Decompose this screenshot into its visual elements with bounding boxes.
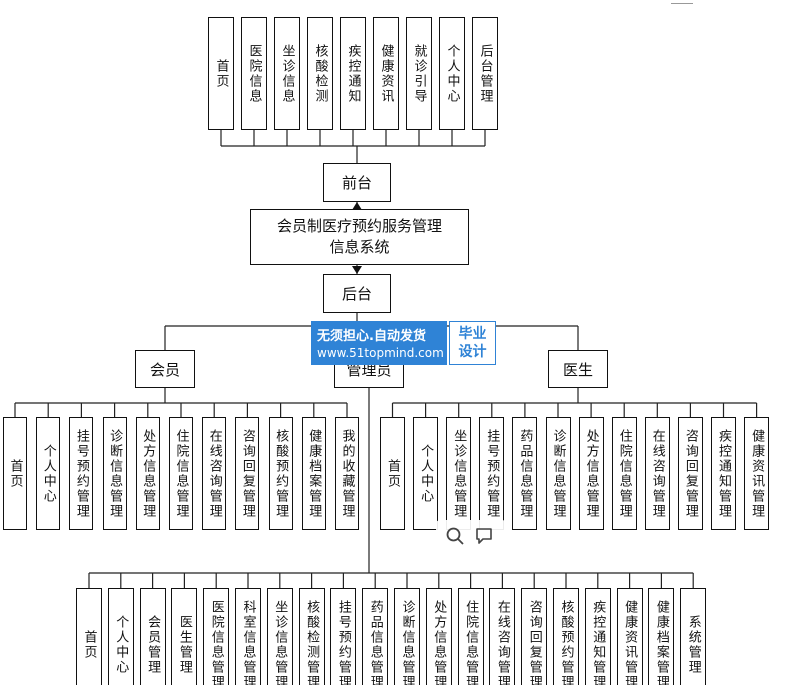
front-item-5: 疾控通知 bbox=[340, 17, 366, 130]
front-item-9: 后台管理 bbox=[472, 17, 498, 130]
member-item-11: 我的收藏管理 bbox=[335, 417, 359, 530]
watermark-badge-line-2: 设计 bbox=[458, 344, 487, 360]
admin-item-9: 挂号预约管理 bbox=[330, 588, 357, 685]
member-item-10: 健康档案管理 bbox=[301, 417, 326, 530]
admin-item-4: 医生管理 bbox=[171, 588, 198, 685]
watermark-left: 无须担心.自动发货 www.51topmind.com bbox=[311, 321, 447, 365]
member-item-7: 在线咨询管理 bbox=[202, 417, 227, 530]
member-item-5: 处方信息管理 bbox=[135, 417, 160, 530]
front-item-8: 个人中心 bbox=[439, 17, 465, 130]
admin-item-10: 药品信息管理 bbox=[362, 588, 389, 685]
doctor-item-12: 健康资讯管理 bbox=[744, 417, 770, 530]
member-item-3: 挂号预约管理 bbox=[69, 417, 94, 530]
admin-item-8: 核酸检测管理 bbox=[298, 588, 325, 685]
doctor-label: 医生 bbox=[562, 360, 593, 379]
back-label: 后台 bbox=[341, 285, 372, 303]
front-label: 前台 bbox=[341, 174, 372, 192]
doctor-item-5: 药品信息管理 bbox=[512, 417, 538, 530]
doctor-item-9: 在线咨询管理 bbox=[644, 417, 670, 530]
member-item-8: 咨询回复管理 bbox=[235, 417, 260, 530]
doctor-item-11: 疾控通知管理 bbox=[711, 417, 736, 530]
admin-item-11: 诊断信息管理 bbox=[394, 588, 420, 685]
admin-item-16: 核酸预约管理 bbox=[553, 588, 579, 685]
admin-item-13: 住院信息管理 bbox=[457, 588, 484, 685]
admin-item-2: 个人中心 bbox=[107, 588, 134, 685]
back-arrow bbox=[352, 266, 362, 274]
doctor-item-8: 住院信息管理 bbox=[611, 417, 637, 530]
doctor-item-7: 处方信息管理 bbox=[578, 417, 604, 530]
member-item-2: 个人中心 bbox=[36, 417, 61, 530]
member-item-9: 核酸预约管理 bbox=[268, 417, 293, 530]
doctor-item-2: 个人中心 bbox=[413, 417, 439, 530]
member-node: 会员 bbox=[135, 350, 195, 388]
admin-item-3: 会员管理 bbox=[139, 588, 166, 685]
watermark-line-1: 无须担心.自动发货 bbox=[317, 329, 426, 344]
front-item-6: 健康资讯 bbox=[373, 17, 399, 130]
member-item-4: 诊断信息管理 bbox=[102, 417, 127, 530]
doctor-item-3: 坐诊信息管理 bbox=[446, 417, 472, 530]
admin-label: 管理员 bbox=[346, 360, 392, 379]
doctor-node: 医生 bbox=[548, 350, 608, 388]
watermark-line-2: www.51topmind.com bbox=[317, 346, 444, 360]
doctor-item-1: 首页 bbox=[380, 417, 405, 530]
admin-item-17: 疾控通知管理 bbox=[584, 588, 611, 685]
image-toolbar bbox=[436, 520, 506, 552]
front-item-4: 核酸检测 bbox=[307, 17, 333, 130]
member-label: 会员 bbox=[149, 360, 180, 379]
admin-item-19: 健康档案管理 bbox=[648, 588, 675, 685]
admin-item-7: 坐诊信息管理 bbox=[266, 588, 293, 685]
back-node: 后台 bbox=[323, 274, 391, 313]
front-node: 前台 bbox=[323, 163, 391, 202]
watermark-banner: 无须担心.自动发货 www.51topmind.com 毕业 设计 bbox=[311, 321, 496, 365]
front-item-3: 坐诊信息 bbox=[274, 17, 300, 130]
root-title-line-1: 会员制医疗预约服务管理 bbox=[276, 217, 442, 235]
front-item-1: 首页 bbox=[208, 17, 234, 130]
watermark-badge-line-1: 毕业 bbox=[458, 326, 487, 342]
top-edge-mark bbox=[671, 0, 693, 4]
doctor-item-10: 咨询回复管理 bbox=[677, 417, 703, 530]
root-node: 会员制医疗预约服务管理 信息系统 bbox=[250, 209, 469, 265]
admin-item-15: 咨询回复管理 bbox=[521, 588, 548, 685]
doctor-item-4: 挂号预约管理 bbox=[479, 417, 505, 530]
admin-item-20: 系统管理 bbox=[680, 588, 707, 685]
front-arrow bbox=[352, 202, 362, 210]
search-icon[interactable] bbox=[445, 526, 465, 546]
watermark-badge: 毕业 设计 bbox=[449, 321, 496, 365]
admin-item-14: 在线咨询管理 bbox=[489, 588, 516, 685]
admin-item-18: 健康资讯管理 bbox=[616, 588, 643, 685]
admin-item-1: 首页 bbox=[76, 588, 102, 685]
comment-icon[interactable] bbox=[474, 526, 494, 546]
member-item-1: 首页 bbox=[3, 417, 27, 530]
member-item-6: 住院信息管理 bbox=[169, 417, 193, 530]
front-item-7: 就诊引导 bbox=[406, 17, 432, 130]
front-item-2: 医院信息 bbox=[241, 17, 267, 130]
admin-item-12: 处方信息管理 bbox=[425, 588, 452, 685]
doctor-item-6: 诊断信息管理 bbox=[545, 417, 571, 530]
root-title-line-2: 信息系统 bbox=[329, 238, 390, 256]
admin-item-5: 医院信息管理 bbox=[203, 588, 230, 685]
admin-item-6: 科室信息管理 bbox=[235, 588, 261, 685]
